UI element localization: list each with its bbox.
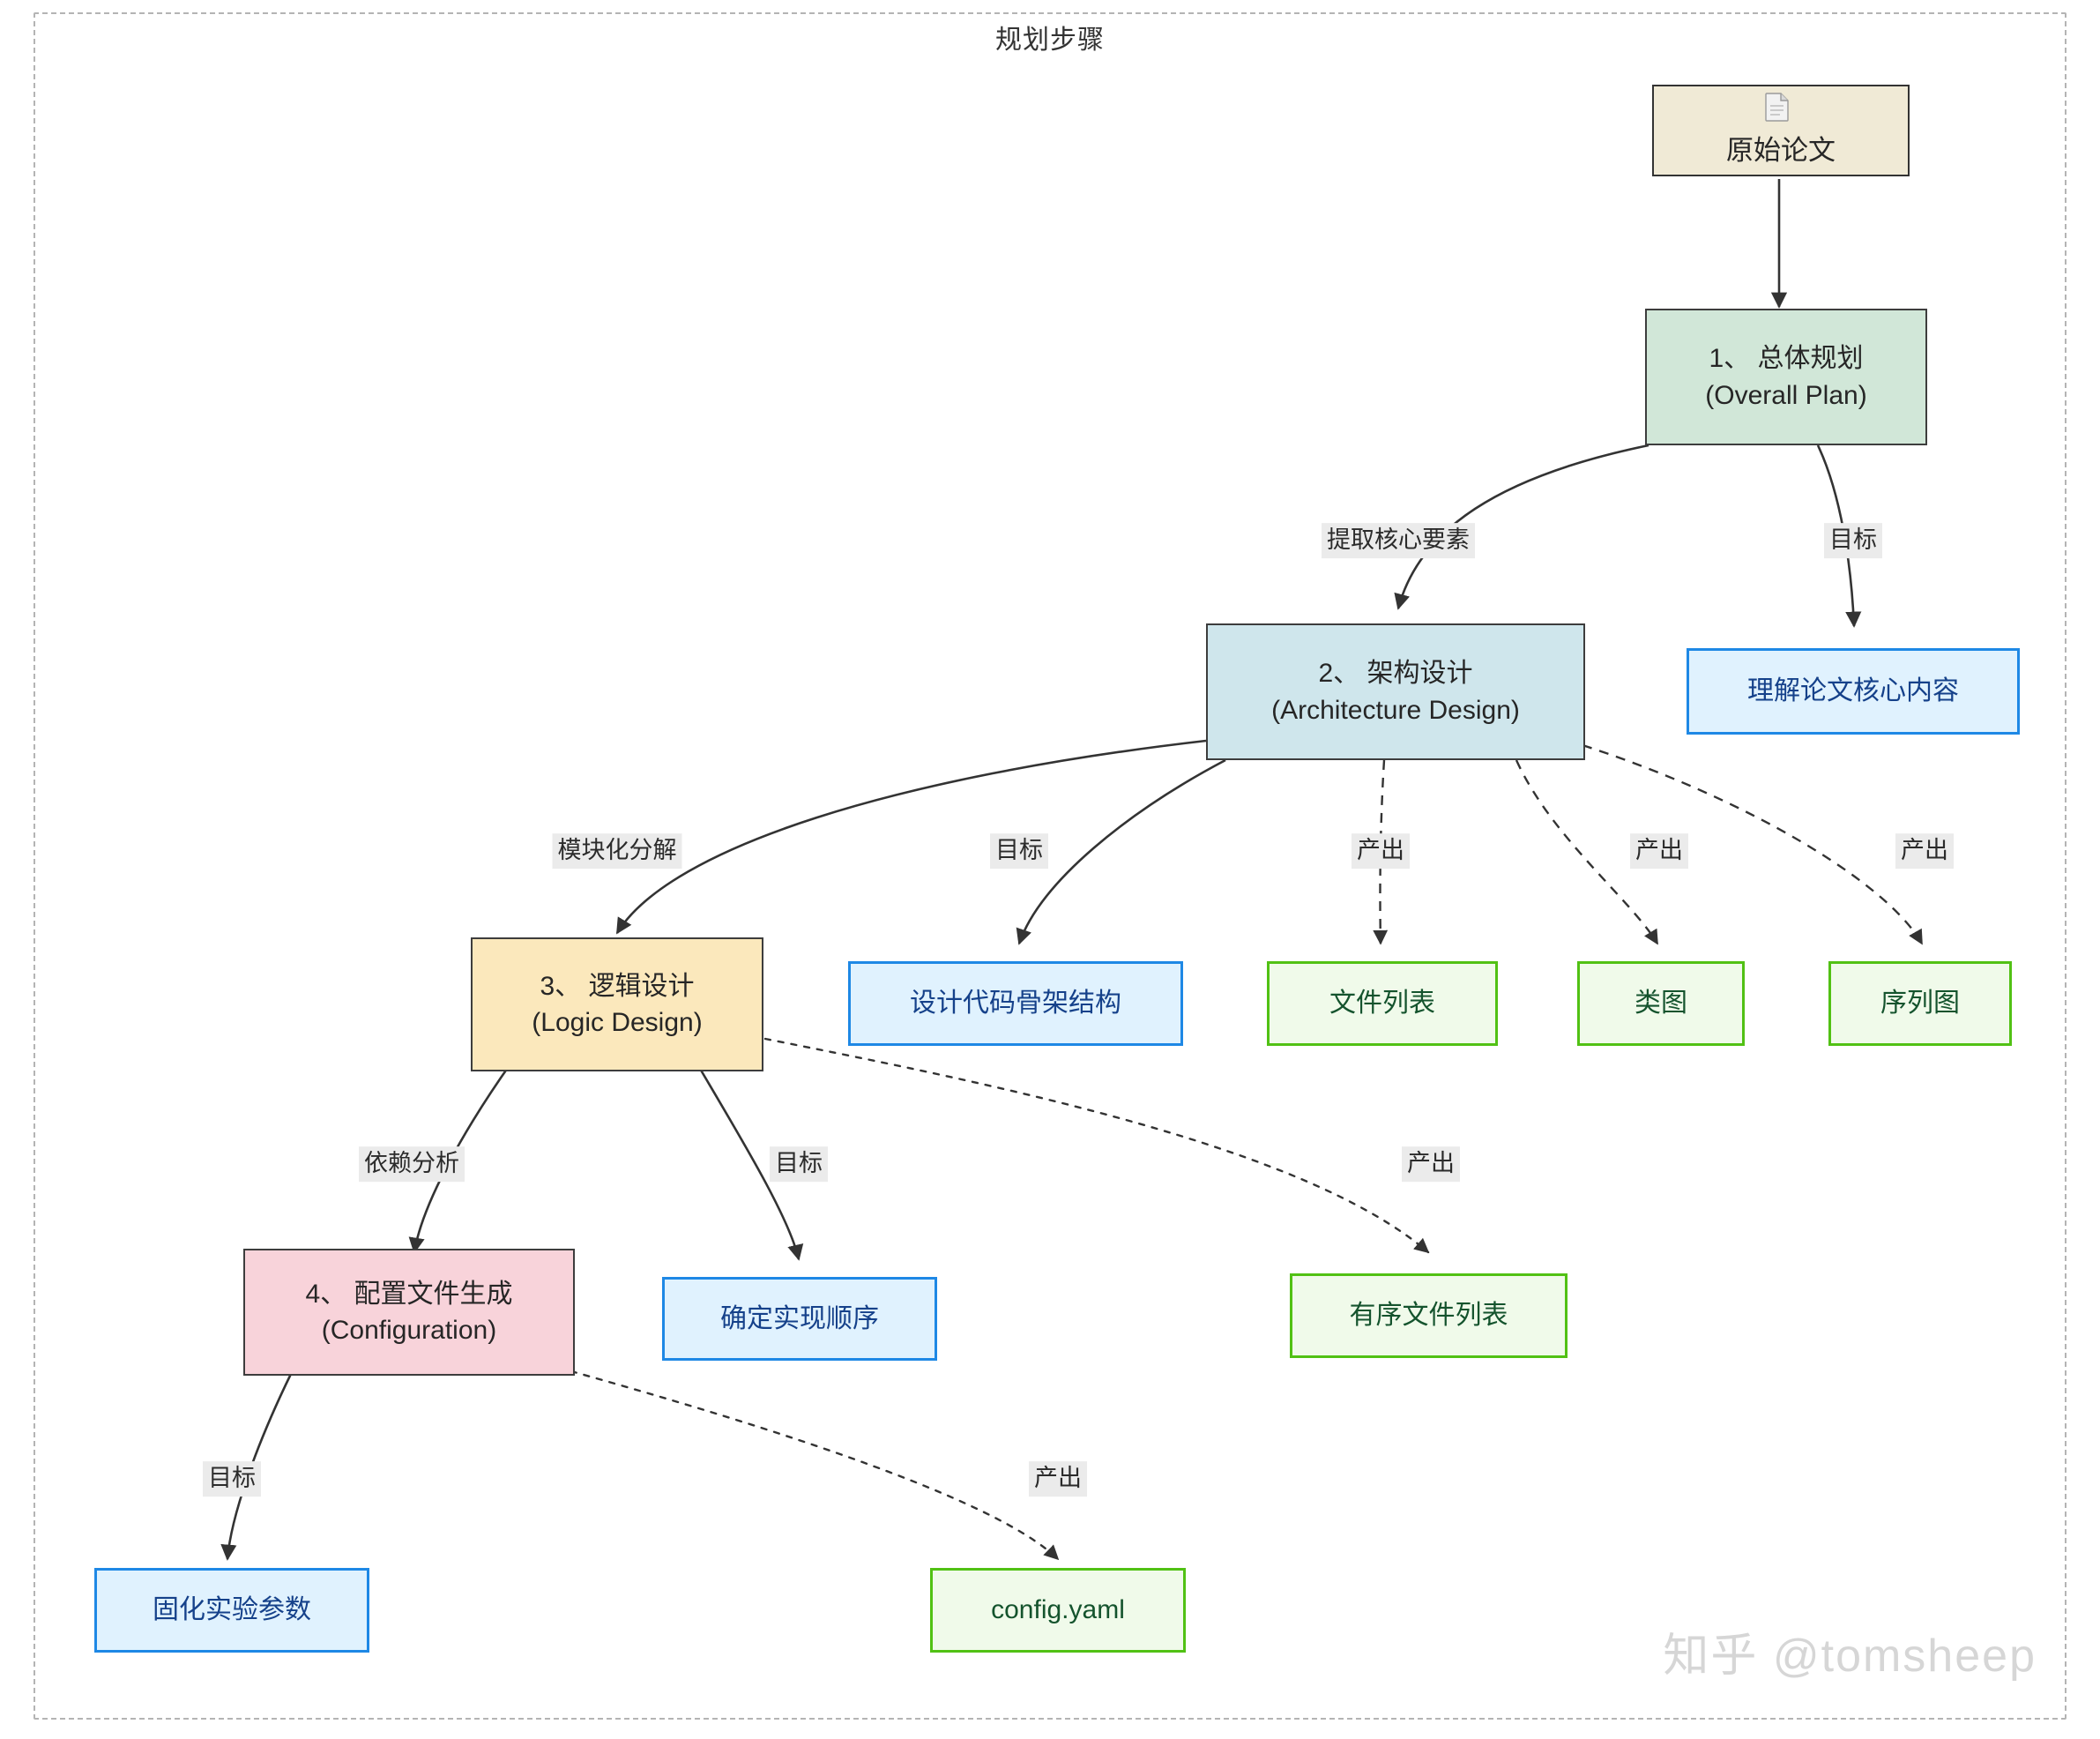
node-goal-freeze-parameters-label: 固化实验参数 — [153, 1595, 311, 1625]
node-step1-overall-plan[interactable]: 1、 总体规划 (Overall Plan) — [1645, 309, 1927, 445]
node-step3-line2: (Logic Design) — [532, 1008, 703, 1037]
edge-label-output-d: 产出 — [1402, 1146, 1460, 1182]
edge-label-output-b: 产出 — [1630, 833, 1688, 869]
node-output-file-list-label: 文件列表 — [1329, 989, 1435, 1019]
node-source-paper[interactable]: 原始论文 — [1652, 85, 1910, 176]
node-output-config-yaml-label: config.yaml — [991, 1595, 1125, 1625]
node-goal-design-skeleton[interactable]: 设计代码骨架结构 — [848, 961, 1183, 1046]
node-step2-line1: 2、 架构设计 — [1318, 659, 1473, 689]
edge-label-output-c: 产出 — [1895, 833, 1954, 869]
diagram-title: 规划步骤 — [995, 26, 1105, 55]
node-step2-line2: (Architecture Design) — [1271, 695, 1520, 725]
edge-label-output-a: 产出 — [1352, 833, 1410, 869]
node-source-paper-label: 原始论文 — [1726, 134, 1836, 166]
node-step2-architecture-design[interactable]: 2、 架构设计 (Architecture Design) — [1206, 623, 1585, 760]
node-output-sequence-diagram-label: 序列图 — [1880, 989, 1960, 1019]
node-output-class-diagram[interactable]: 类图 — [1577, 961, 1745, 1046]
node-step1-line1: 1、 总体规划 — [1709, 344, 1864, 374]
node-step4-line1: 4、 配置文件生成 — [305, 1279, 513, 1309]
node-step3-logic-design[interactable]: 3、 逻辑设计 (Logic Design) — [471, 937, 763, 1071]
node-output-ordered-file-list[interactable]: 有序文件列表 — [1290, 1273, 1568, 1358]
edge-label-goal-3: 目标 — [770, 1146, 828, 1182]
watermark: 知乎 @tomsheep — [1663, 1631, 2037, 1682]
edge-label-goal-1: 目标 — [1824, 523, 1882, 558]
node-step1-line2: (Overall Plan) — [1705, 380, 1867, 410]
node-output-ordered-file-list-label: 有序文件列表 — [1349, 1301, 1508, 1331]
edge-label-output-e: 产出 — [1029, 1461, 1087, 1496]
edge-label-extract-core: 提取核心要素 — [1322, 523, 1475, 558]
node-output-config-yaml[interactable]: config.yaml — [930, 1568, 1186, 1653]
document-icon — [1764, 92, 1791, 132]
edge-label-goal-2: 目标 — [990, 833, 1048, 869]
node-step4-line2: (Configuration) — [321, 1316, 497, 1345]
node-goal-freeze-parameters[interactable]: 固化实验参数 — [94, 1568, 369, 1653]
node-goal-understand-paper[interactable]: 理解论文核心内容 — [1687, 648, 2020, 735]
node-output-sequence-diagram[interactable]: 序列图 — [1828, 961, 2012, 1046]
node-goal-determine-order-label: 确定实现顺序 — [720, 1303, 879, 1333]
node-step3-line1: 3、 逻辑设计 — [540, 971, 695, 1001]
node-goal-understand-paper-label: 理解论文核心内容 — [1747, 676, 1959, 706]
edge-label-goal-4: 目标 — [203, 1461, 261, 1496]
edge-label-modular-decomposition: 模块化分解 — [552, 833, 682, 869]
edge-label-dependency-analysis: 依赖分析 — [359, 1146, 465, 1182]
node-goal-design-skeleton-label: 设计代码骨架结构 — [910, 989, 1121, 1019]
node-output-class-diagram-label: 类图 — [1635, 989, 1687, 1019]
node-step4-configuration[interactable]: 4、 配置文件生成 (Configuration) — [243, 1249, 575, 1376]
node-output-file-list[interactable]: 文件列表 — [1267, 961, 1498, 1046]
node-goal-determine-order[interactable]: 确定实现顺序 — [662, 1277, 937, 1361]
